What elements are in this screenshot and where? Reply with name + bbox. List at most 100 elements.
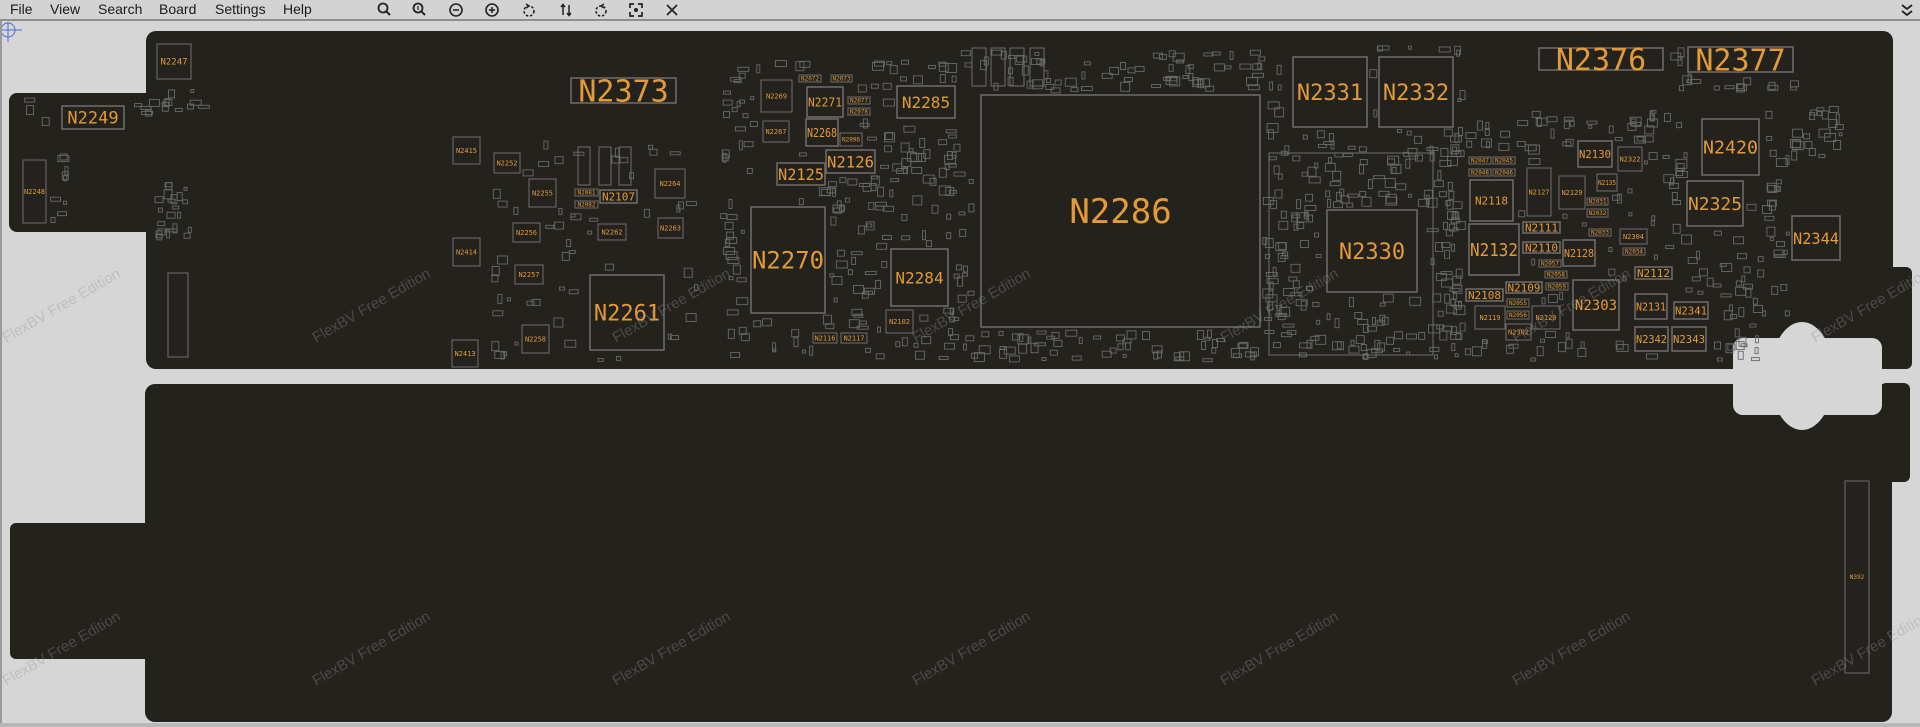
component-n2120[interactable]: N2120 [1531,305,1561,330]
component-n2126[interactable]: N2126 [825,149,876,174]
flip-icon[interactable] [557,1,575,19]
component-n2271[interactable]: N2271 [806,86,844,118]
component-n2055[interactable]: N2055 [1506,298,1530,308]
menu-file[interactable]: File [10,1,33,17]
component-n2343[interactable]: N2343 [1671,326,1707,352]
component-n2304[interactable]: N2304 [1619,228,1648,245]
component-n2342[interactable]: N2342 [1634,326,1669,352]
menu-settings[interactable]: Settings [215,1,266,17]
component-n2261[interactable]: N2261 [589,274,665,351]
component-n2268[interactable]: N2268 [805,118,839,147]
component-n2331[interactable]: N2331 [1292,56,1368,128]
component-n2257[interactable]: N2257 [514,264,544,285]
component-n2248[interactable]: N2248 [22,159,47,224]
plus-circle-icon[interactable] [483,1,501,19]
component-n2264[interactable]: N2264 [654,168,686,199]
component-n2322[interactable]: N2322 [1617,146,1643,172]
component-n2255[interactable]: N2255 [528,178,557,208]
component-n2341[interactable]: N2341 [1673,301,1709,320]
component-n2263[interactable]: N2263 [657,217,684,239]
component-n2034[interactable]: N2034 [1622,247,1646,256]
component-n2072[interactable]: N2072 [798,74,822,83]
component-n2031[interactable]: N2031 [1586,197,1609,206]
component-n2032[interactable]: N2032 [1586,208,1609,218]
component-n2119[interactable]: N2119 [1474,305,1506,330]
component-n2128[interactable]: N2128 [1562,239,1596,267]
component-n2082[interactable]: N2082 [574,200,599,209]
component-n2125[interactable]: N2125 [776,162,826,186]
component-n2132[interactable]: N2132 [1468,223,1520,276]
component-n2249[interactable]: N2249 [61,105,125,130]
smd-pad [1536,346,1544,357]
component-n2286[interactable]: N2286 [980,94,1261,328]
component-n2118[interactable]: N2118 [1469,179,1514,222]
rotate-cw-icon[interactable] [592,1,610,19]
component-n2413[interactable]: N2413 [451,339,479,368]
menu-search[interactable]: Search [98,1,143,17]
component-n2262[interactable]: N2262 [597,223,627,241]
component-label: N2117 [843,335,864,343]
component-n2102[interactable]: N2102 [885,309,914,334]
component-n2303[interactable]: N2303 [1572,279,1620,331]
component-n2252[interactable]: N2252 [493,152,521,174]
component-n2267[interactable]: N2267 [762,120,790,143]
component-n2073[interactable]: N2073 [830,74,853,83]
component-n2325[interactable]: N2325 [1686,180,1744,227]
menu-help[interactable]: Help [283,1,312,17]
component-n2048[interactable]: N2048 [1468,168,1492,177]
component-n2415[interactable]: N2415 [452,136,481,165]
component-n2376[interactable]: N2376 [1538,43,1664,78]
component-n2269[interactable]: N2269 [760,79,793,113]
close-icon[interactable] [663,1,681,19]
component-n392[interactable]: N392 [1844,480,1870,674]
component-n2096[interactable]: N2096 [839,132,863,147]
component-n2111[interactable]: N2111 [1522,221,1561,234]
rotate-ccw-icon[interactable] [520,1,538,19]
component-n2112[interactable]: N2112 [1634,266,1673,280]
component-n2107[interactable]: N2107 [599,189,638,204]
component-n2344[interactable]: N2344 [1791,215,1841,261]
component-n2117[interactable]: N2117 [840,332,868,344]
zoom-out-icon[interactable] [376,1,394,19]
component-n2110[interactable]: N2110 [1522,241,1561,254]
chevron-double-down-icon[interactable] [1898,1,1916,19]
minus-circle-icon[interactable] [447,1,465,19]
zoom-in-icon[interactable] [411,1,429,19]
component-n2057[interactable]: N2057 [1538,259,1562,268]
component-n2059[interactable]: N2059 [1545,282,1569,291]
component-n2285[interactable]: N2285 [896,85,956,119]
component-n2270[interactable]: N2270 [750,206,826,314]
component-n2116[interactable]: N2116 [812,332,838,344]
component-n2377[interactable]: N2377 [1687,43,1794,78]
component-n2420[interactable]: N2420 [1701,118,1760,176]
component-n2284[interactable]: N2284 [890,248,949,307]
component-n2045[interactable]: N2045 [1492,156,1516,165]
menu-board[interactable]: Board [159,1,197,17]
component-n2131[interactable]: N2131 [1634,293,1668,320]
component-n2046[interactable]: N2046 [1492,168,1516,177]
component-n2056[interactable]: N2056 [1506,310,1530,320]
component-n2127[interactable]: N2127 [1526,167,1552,217]
component-n2414[interactable]: N2414 [452,237,481,267]
component-n2373[interactable]: N2373 [570,74,677,109]
component-n2258[interactable]: N2258 [521,324,550,354]
component-n2081[interactable]: N2081 [574,188,599,197]
component-n2135[interactable]: N2135 [1596,173,1618,192]
component-n2256[interactable]: N2256 [512,222,541,243]
component-n2247[interactable]: N2247 [156,43,192,80]
component-n2330[interactable]: N2330 [1326,209,1418,293]
component-n2033[interactable]: N2033 [1588,228,1612,237]
component-n2302[interactable]: N2302 [1505,323,1532,341]
component-n2108[interactable]: N2108 [1465,288,1504,302]
component-n2058[interactable]: N2058 [1544,270,1568,279]
component-n2047[interactable]: N2047 [1468,156,1492,165]
component-n2078[interactable]: N2078 [847,107,871,116]
component-n2109[interactable]: N2109 [1505,281,1543,294]
component-n2130[interactable]: N2130 [1577,140,1613,168]
menu-view[interactable]: View [50,1,81,17]
fit-view-icon[interactable] [627,1,645,19]
component-n2077[interactable]: N2077 [847,96,871,105]
component-n2129[interactable]: N2129 [1558,175,1586,210]
component-n2332[interactable]: N2332 [1378,56,1454,128]
